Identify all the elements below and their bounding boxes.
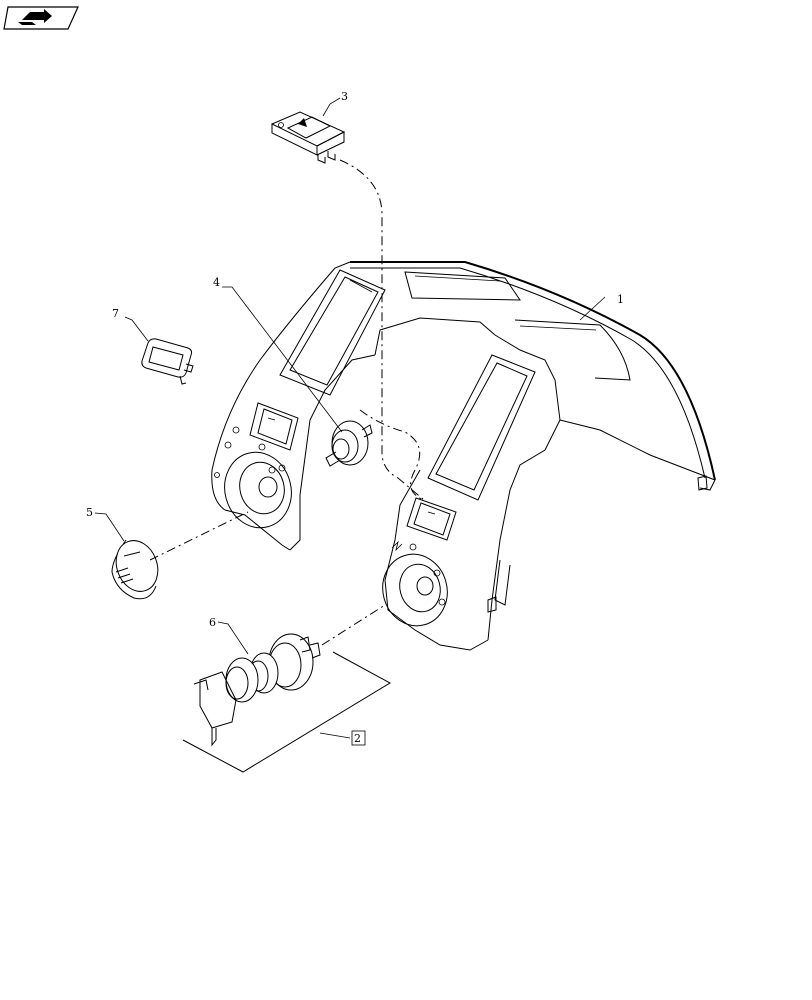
rotary-switch-part [325, 420, 373, 467]
callout-6: 6 [209, 616, 216, 629]
callout-4: 4 [213, 276, 220, 289]
callout-5: 5 [86, 506, 93, 519]
dashboard-panel [211, 261, 716, 651]
rocker-switch-part [270, 111, 346, 164]
indicator-lamp-part [141, 338, 194, 385]
book-arrow-icon[interactable] [3, 6, 79, 30]
ignition-switch-part [193, 633, 321, 747]
assembly-bracket [182, 651, 392, 773]
callout-2: 2 [354, 732, 361, 745]
knob-part [111, 539, 159, 600]
callout-3: 3 [341, 90, 348, 103]
callout-7: 7 [112, 307, 119, 320]
callout-1: 1 [617, 293, 624, 306]
